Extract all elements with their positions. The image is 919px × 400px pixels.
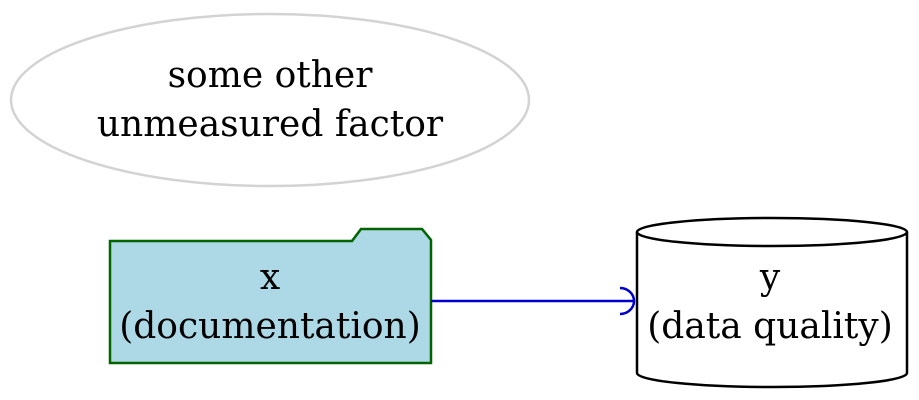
edge-x-to-y-arrowhead	[619, 286, 636, 316]
node-unmeasured-factor-shape	[9, 12, 531, 188]
node-y-cylinder-body	[635, 232, 909, 389]
node-y-label-line2: (data quality)	[647, 306, 893, 347]
node-x-documentation: x (documentation)	[108, 227, 433, 365]
node-y-data-quality: y (data quality)	[635, 216, 909, 389]
node-unmeasured-factor-label-line1: some other	[168, 55, 374, 96]
node-unmeasured-factor-label-line2: unmeasured factor	[97, 104, 444, 145]
edge-x-to-y	[431, 286, 636, 316]
node-unmeasured-factor: some other unmeasured factor	[9, 12, 531, 188]
node-x-folder-shape	[108, 227, 433, 365]
node-x-label-line2: (documentation)	[119, 306, 421, 347]
node-y-cylinder-top	[635, 216, 909, 248]
node-x-label-line1: x	[260, 257, 280, 298]
node-y-label-line1: y	[759, 257, 781, 298]
